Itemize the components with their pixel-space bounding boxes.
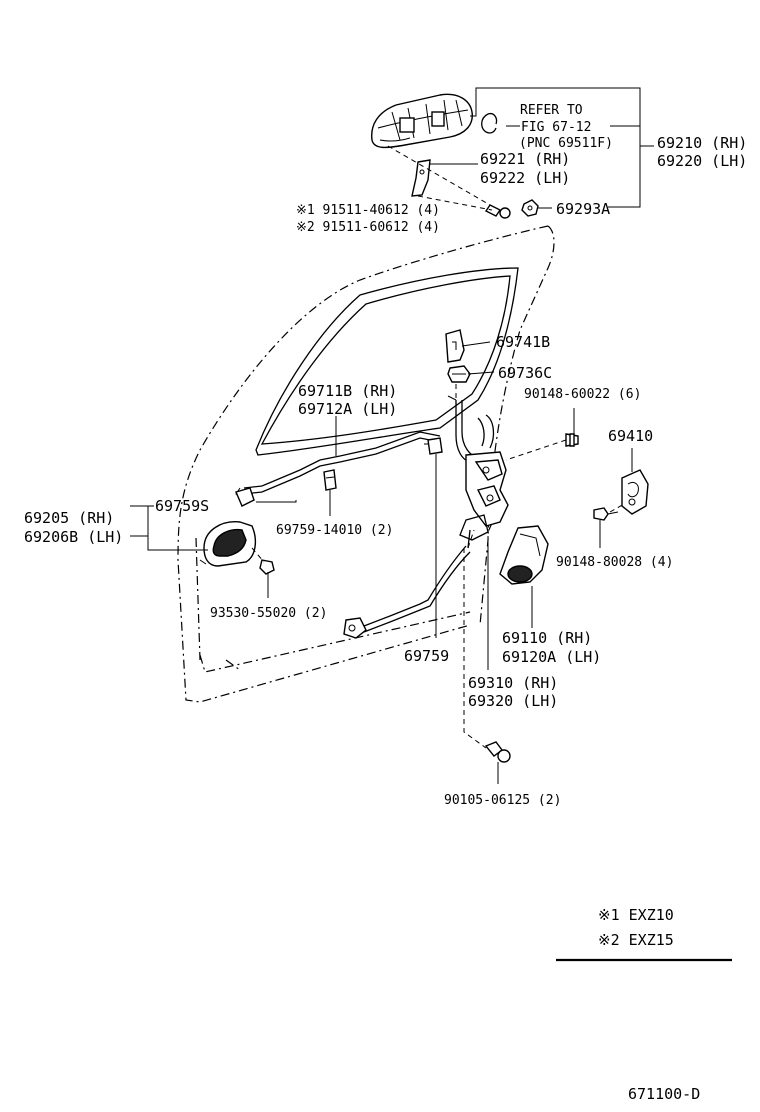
label-69759: 69759 xyxy=(404,647,449,665)
clip-69293A-part xyxy=(521,199,539,217)
screw-91511-part xyxy=(484,204,511,219)
screw-90148-60022-part xyxy=(565,433,579,447)
label-69222: 69222 (LH) xyxy=(480,169,570,187)
knob-grommet-part xyxy=(447,365,471,383)
label-69120A: 69120A (LH) xyxy=(502,648,601,666)
label-91511-40612: ※1 91511-40612 (4) xyxy=(296,203,440,218)
label-69712A: 69712A (LH) xyxy=(298,400,397,418)
clip-69759-14010-part xyxy=(323,469,337,491)
label-90148-60022: 90148-60022 (6) xyxy=(524,387,641,402)
rod-clip-69759S-part xyxy=(235,487,255,507)
clip-69759-part xyxy=(424,437,443,455)
label-69205: 69205 (RH) xyxy=(24,509,114,527)
label-refer-line1: REFER TO xyxy=(520,103,583,118)
door-striker-part xyxy=(621,469,649,515)
inside-handle-part xyxy=(199,521,257,567)
label-69741B: 69741B xyxy=(496,333,550,351)
label-69293A: 69293A xyxy=(556,200,610,218)
label-69736C: 69736C xyxy=(498,364,552,382)
screw-90105-part xyxy=(484,741,511,763)
refer-clip-part xyxy=(481,112,498,134)
outside-handle-part xyxy=(371,93,473,149)
door-lock-assembly-part xyxy=(455,400,509,549)
release-cable-part xyxy=(343,545,471,639)
note-exz15: ※2 EXZ15 xyxy=(598,931,674,949)
label-69759-14010: 69759-14010 (2) xyxy=(276,523,393,538)
note-exz10: ※1 EXZ10 xyxy=(598,906,674,924)
window-frame xyxy=(255,267,519,456)
label-69320: 69320 (LH) xyxy=(468,692,558,710)
label-69711B: 69711B (RH) xyxy=(298,382,397,400)
label-69221: 69221 (RH) xyxy=(480,150,570,168)
label-90105-06125: 90105-06125 (2) xyxy=(444,793,561,808)
label-69220: 69220 (LH) xyxy=(657,152,747,170)
figure-id: 671100-D xyxy=(628,1085,700,1103)
lock-knob-part xyxy=(445,329,465,363)
label-93530-55020: 93530-55020 (2) xyxy=(210,606,327,621)
label-69206B: 69206B (LH) xyxy=(24,528,123,546)
label-90148-80028: 90148-80028 (4) xyxy=(556,555,673,570)
label-69410: 69410 xyxy=(608,427,653,445)
label-69110: 69110 (RH) xyxy=(502,629,592,647)
label-91511-60612: ※2 91511-60612 (4) xyxy=(296,220,440,235)
label-69210: 69210 (RH) xyxy=(657,134,747,152)
lock-rod-part xyxy=(235,431,441,499)
screw-93530-part xyxy=(259,559,275,580)
screw-90148-80028-part xyxy=(593,507,619,521)
lock-cover-part xyxy=(499,525,549,585)
handle-bracket-part xyxy=(411,159,431,197)
label-69759S: 69759S xyxy=(155,497,209,515)
label-69310: 69310 (RH) xyxy=(468,674,558,692)
leader-lines xyxy=(130,87,654,784)
label-refer-line2: FIG 67-12 xyxy=(521,120,591,135)
label-refer-line3: (PNC 69511F) xyxy=(519,136,613,151)
